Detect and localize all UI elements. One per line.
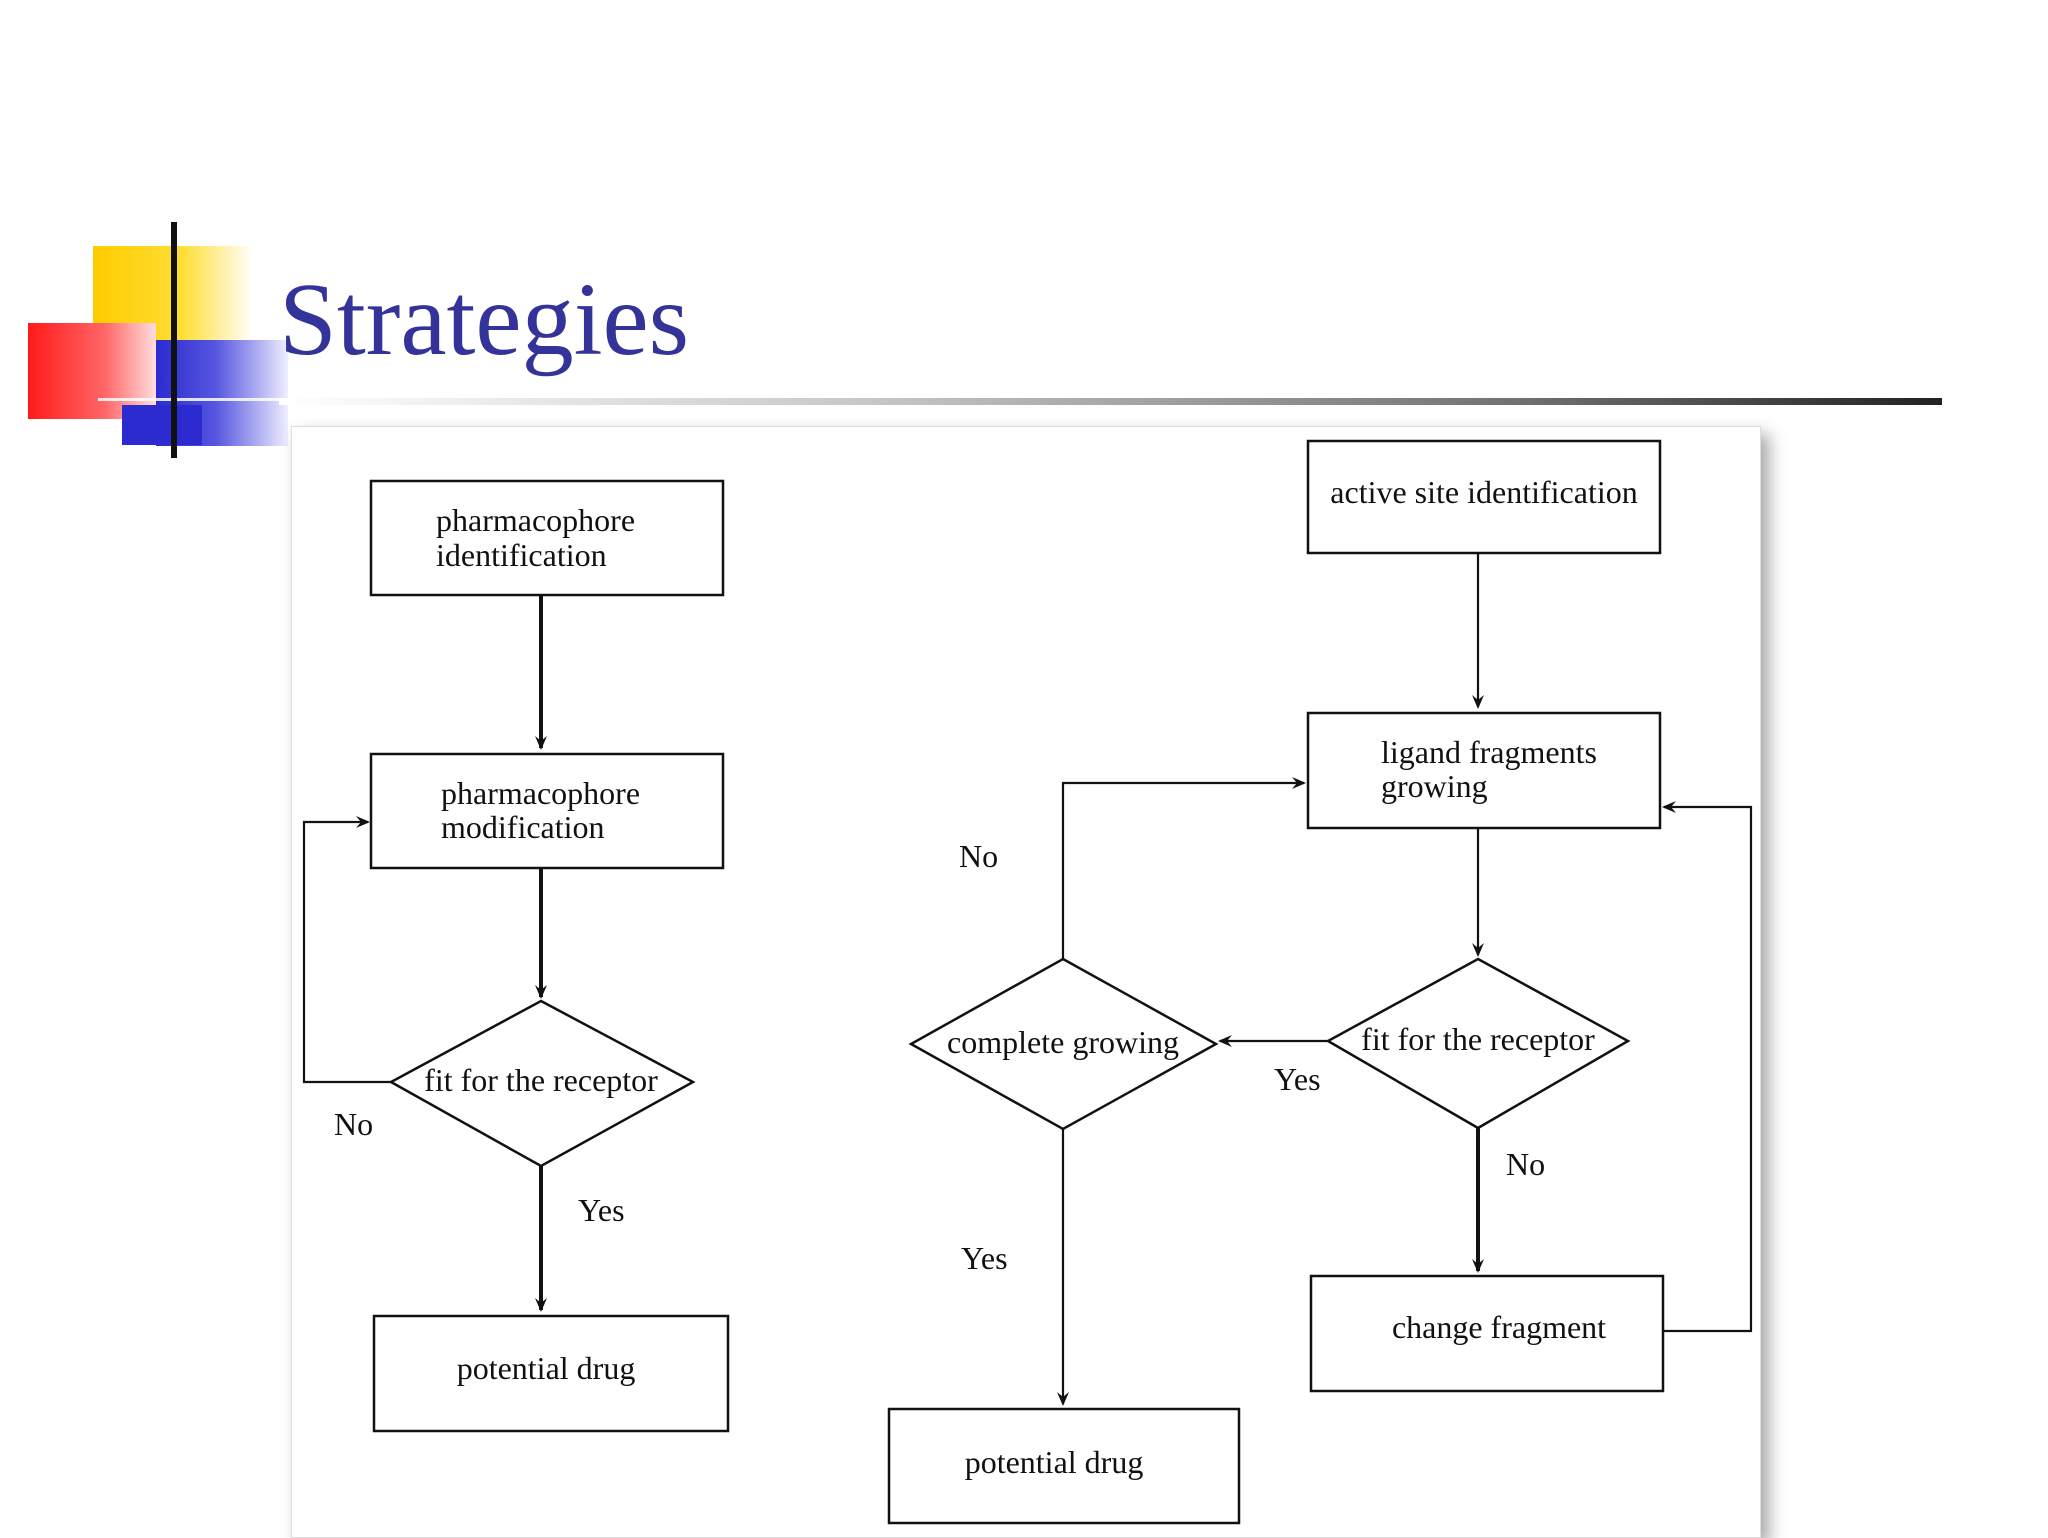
node-label: identification: [436, 537, 607, 573]
node-label: fit for the receptor: [424, 1062, 658, 1098]
node-active-site-identification: active site identification: [1306, 439, 1662, 555]
svg-text:pharmacophore: pharmacophore: [441, 775, 640, 811]
svg-text:identification: identification: [436, 537, 607, 573]
node-label: fit for the receptor: [1361, 1021, 1595, 1057]
node-pharmacophore-modification: pharmacophore modification: [369, 752, 725, 870]
svg-text:modification: modification: [441, 809, 605, 845]
node-label: potential drug: [965, 1444, 1144, 1480]
node-potential-drug-right: potential drug: [887, 1407, 1241, 1525]
slide-title: Strategies: [279, 262, 690, 377]
node-ligand-fragments-growing: ligand fragments growing: [1306, 711, 1662, 830]
edge-label-no: No: [334, 1106, 373, 1142]
node-label: growing: [1381, 768, 1488, 804]
node-pharmacophore-identification: pharmacophore identification: [369, 479, 725, 597]
node-fit-left: fit for the receptor: [388, 999, 696, 1168]
flowchart-panel: pharmacophore identification pharmacopho…: [291, 426, 1761, 1538]
flowchart: pharmacophore identification pharmacopho…: [302, 439, 1753, 1525]
edge-label-no: No: [1506, 1146, 1545, 1182]
node-label: potential drug: [457, 1350, 636, 1386]
edge-label-yes: Yes: [578, 1192, 625, 1228]
logo-vertical-line: [171, 222, 177, 458]
edge-label-yes: Yes: [961, 1240, 1008, 1276]
node-potential-drug-left: potential drug: [372, 1314, 730, 1433]
node-label: modification: [441, 809, 605, 845]
node-label: active site identification: [1330, 474, 1637, 510]
edge-complete-no-to-ligand: [1061, 777, 1306, 959]
node-complete-growing: complete growing: [908, 957, 1219, 1131]
node-fit-right: fit for the receptor: [1325, 957, 1631, 1130]
node-label: ligand fragments: [1381, 734, 1597, 770]
edge-fit-no-loop: [302, 816, 391, 1084]
logo-horizontal-line: [98, 398, 288, 401]
logo-red-square: [28, 323, 156, 419]
node-label: pharmacophore: [441, 775, 640, 811]
svg-text:ligand fragments: ligand fragments: [1381, 734, 1597, 770]
node-label: complete growing: [947, 1024, 1179, 1060]
title-underline: [279, 398, 1942, 405]
node-change-fragment: change fragment: [1309, 1274, 1665, 1393]
logo-blue-block: [122, 405, 202, 445]
edge-change-to-ligand: [1662, 801, 1753, 1333]
node-label: pharmacophore: [436, 502, 635, 538]
node-label: change fragment: [1392, 1309, 1606, 1345]
svg-text:growing: growing: [1381, 768, 1488, 804]
edge-label-yes: Yes: [1274, 1061, 1321, 1097]
edge-label-no: No: [959, 838, 998, 874]
svg-text:pharmacophore: pharmacophore: [436, 502, 635, 538]
